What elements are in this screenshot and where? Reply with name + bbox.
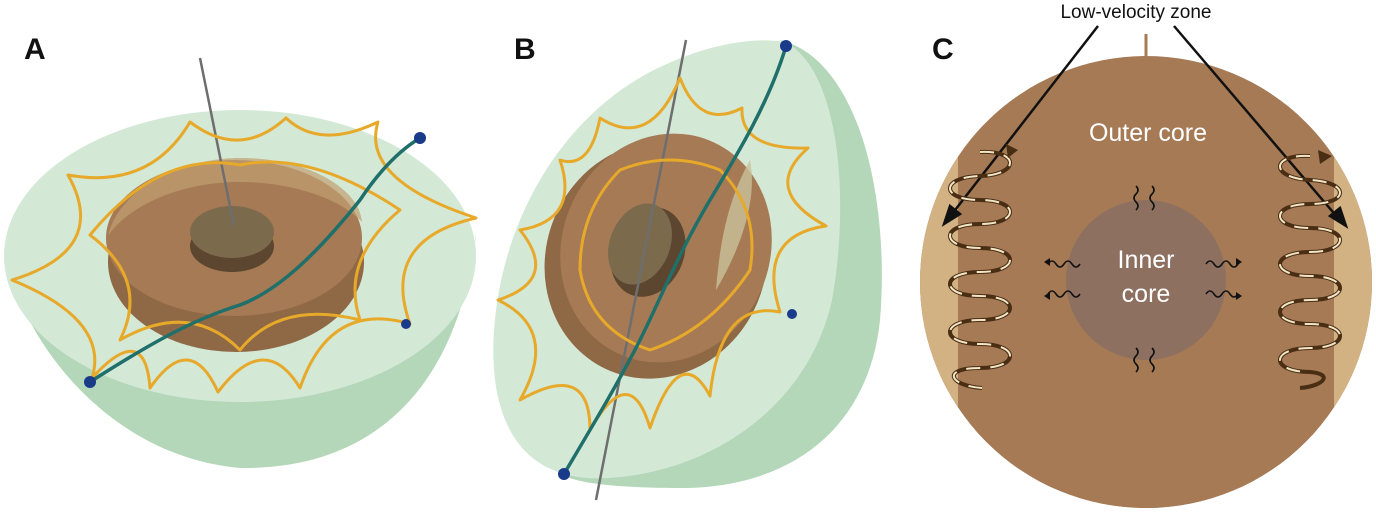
- inner-core-disk: [1066, 200, 1226, 360]
- outer-core-lighter-band: [108, 158, 362, 236]
- rotation-axis: [198, 57, 236, 227]
- mantle-side-surface: [5, 232, 476, 469]
- station-marker: [780, 40, 792, 52]
- panel-c-letter: C: [932, 33, 954, 66]
- station-marker: [401, 319, 411, 329]
- core-ray-path: [562, 45, 788, 475]
- panel-b-letter: B: [514, 33, 536, 66]
- inner-core-top: [190, 206, 274, 258]
- panel-a-letter: A: [24, 33, 46, 66]
- panel-a-hemisphere-diagram: [4, 57, 478, 469]
- rotation-axis: [594, 39, 688, 501]
- outer-core-lighter-wedge: [716, 160, 752, 290]
- low-velocity-zone-label: Low-velocity zone: [1060, 2, 1211, 23]
- core-ray-path: [89, 136, 421, 384]
- inner-core-label-line1: Inner: [1118, 246, 1175, 274]
- panel-b: B: [480, 0, 920, 526]
- panel-c-core-diagram: Low-velocity zone Outer core Inner core: [920, 2, 1372, 508]
- surface-ray-paths: [10, 116, 478, 394]
- station-marker: [414, 132, 426, 144]
- inner-core-flow-indicators: [1044, 185, 1242, 373]
- surface-ray-paths: [496, 76, 828, 432]
- zone-pointer-arrows: [941, 25, 1349, 229]
- convection-helix-right: [1278, 150, 1342, 390]
- panel-b-hemisphere-diagram: [493, 39, 882, 501]
- station-marker: [84, 376, 96, 388]
- station-marker: [558, 468, 570, 480]
- inner-core-label-line2: core: [1122, 280, 1171, 308]
- station-marker: [787, 309, 797, 319]
- convection-helix-left: [948, 144, 1018, 390]
- mantle-side-surface: [560, 40, 882, 488]
- outer-core-label: Outer core: [1089, 119, 1207, 147]
- inner-core-top: [608, 203, 672, 285]
- panel-a: A: [0, 0, 480, 526]
- panel-c: C Low-velocity zone Outer core Inner cor…: [920, 0, 1376, 526]
